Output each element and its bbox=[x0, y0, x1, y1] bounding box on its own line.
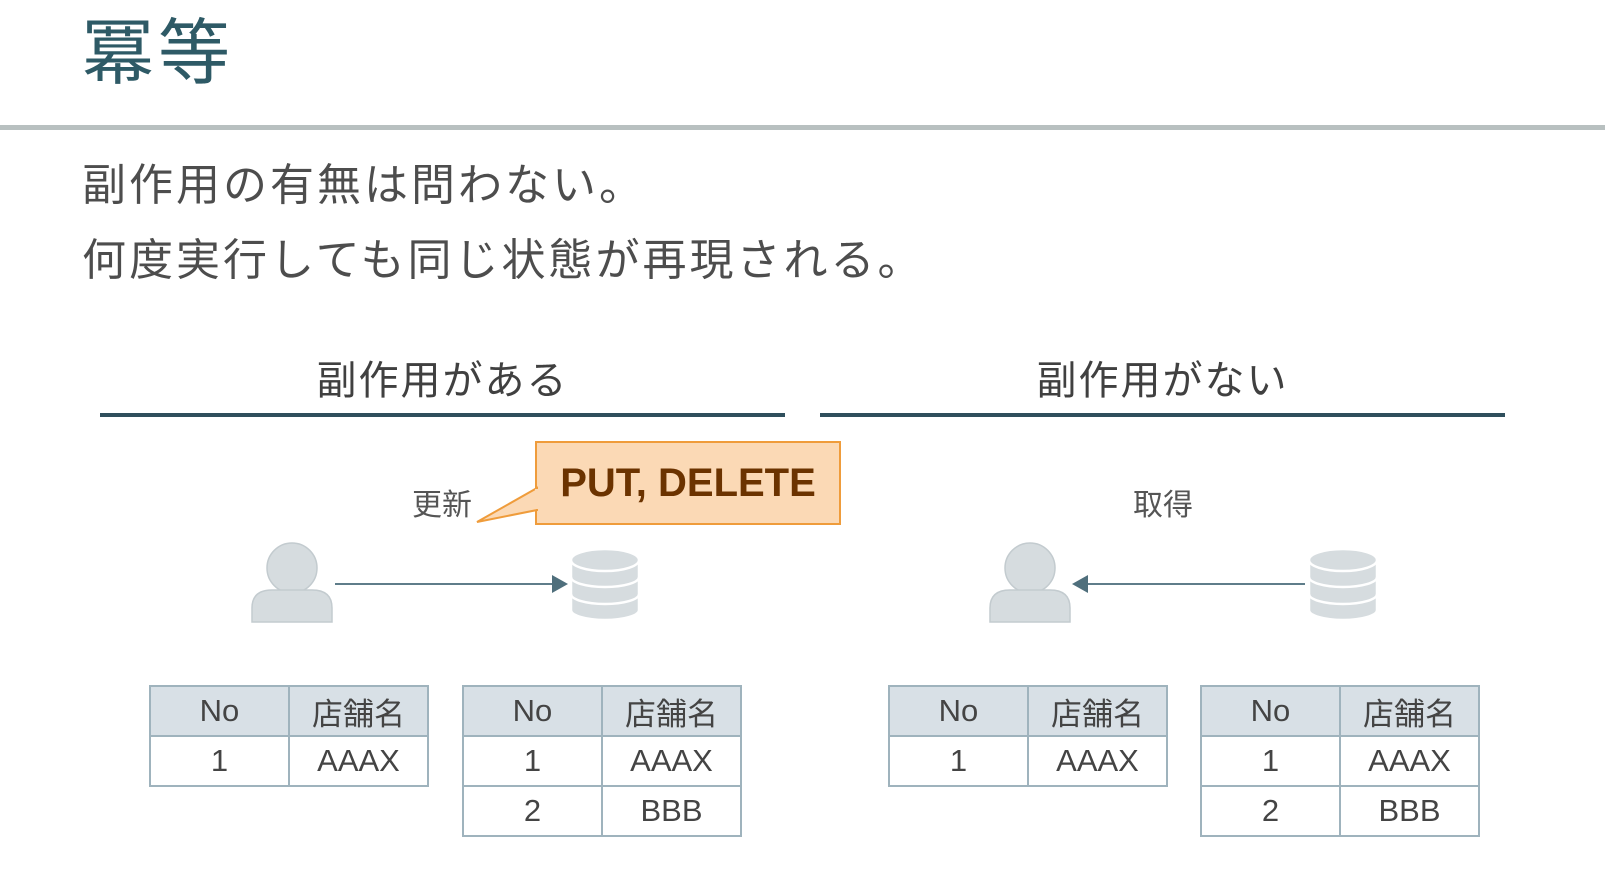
database-icon bbox=[1307, 547, 1379, 622]
table-row: 1 AAAX bbox=[1200, 735, 1480, 787]
left-section-title: 副作用がある bbox=[316, 358, 569, 404]
callout-pointer bbox=[476, 486, 538, 523]
method-callout: PUT, DELETE bbox=[535, 441, 841, 525]
table-row: 1 AAAX bbox=[462, 735, 742, 787]
arrow-icon bbox=[335, 575, 568, 593]
database-icon bbox=[569, 547, 641, 622]
column-header: No bbox=[462, 685, 603, 737]
column-header: No bbox=[1200, 685, 1341, 737]
column-header: 店舗名 bbox=[1339, 685, 1480, 737]
arrow-icon bbox=[1072, 575, 1305, 593]
right-before-table: No 店舗名 1 AAAX bbox=[888, 685, 1168, 787]
table-row: 1 AAAX bbox=[149, 735, 429, 787]
table-cell: 2 bbox=[462, 785, 603, 837]
table-cell: 2 bbox=[1200, 785, 1341, 837]
table-row: 2 BBB bbox=[1200, 785, 1480, 837]
table-cell: AAAX bbox=[1339, 735, 1480, 787]
table-row: 2 BBB bbox=[462, 785, 742, 837]
right-section-divider bbox=[820, 413, 1505, 417]
table-cell: 1 bbox=[888, 735, 1029, 787]
description-line-2: 何度実行しても同じ状態が再現される。 bbox=[82, 235, 925, 286]
title-divider bbox=[0, 125, 1605, 130]
table-cell: 1 bbox=[149, 735, 290, 787]
left-operation-label: 更新 bbox=[412, 488, 472, 523]
column-header: 店舗名 bbox=[288, 685, 429, 737]
left-section-divider bbox=[100, 413, 785, 417]
method-callout-text: PUT, DELETE bbox=[560, 460, 816, 505]
column-header: No bbox=[149, 685, 290, 737]
left-before-table: No 店舗名 1 AAAX bbox=[149, 685, 429, 787]
table-cell: AAAX bbox=[1027, 735, 1168, 787]
person-icon bbox=[989, 542, 1071, 623]
table-cell: 1 bbox=[1200, 735, 1341, 787]
table-cell: 1 bbox=[462, 735, 603, 787]
right-after-table: No 店舗名 1 AAAX 2 BBB bbox=[1200, 685, 1480, 837]
left-after-table: No 店舗名 1 AAAX 2 BBB bbox=[462, 685, 742, 837]
table-row: 1 AAAX bbox=[888, 735, 1168, 787]
column-header: 店舗名 bbox=[601, 685, 742, 737]
table-cell: AAAX bbox=[601, 735, 742, 787]
right-operation-label: 取得 bbox=[1133, 488, 1193, 523]
page-title: 冪等 bbox=[82, 11, 235, 95]
table-cell: BBB bbox=[601, 785, 742, 837]
person-icon bbox=[251, 542, 333, 623]
table-cell: AAAX bbox=[288, 735, 429, 787]
column-header: No bbox=[888, 685, 1029, 737]
table-cell: BBB bbox=[1339, 785, 1480, 837]
description-line-1: 副作用の有無は問わない。 bbox=[82, 160, 646, 211]
column-header: 店舗名 bbox=[1027, 685, 1168, 737]
right-section-title: 副作用がない bbox=[1036, 358, 1289, 404]
